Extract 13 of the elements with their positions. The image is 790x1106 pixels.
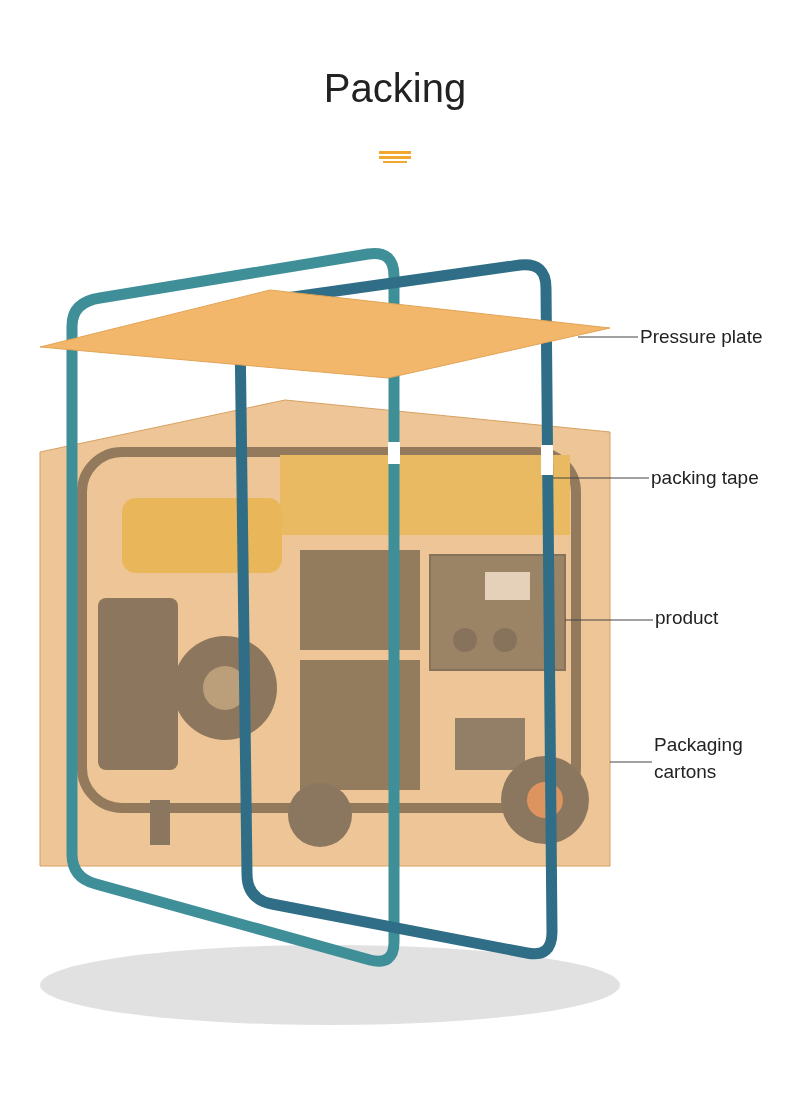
- title: Packing: [322, 66, 468, 111]
- leader-line: [609, 761, 653, 763]
- leader-line: [577, 336, 639, 338]
- pressure-plate: [39, 289, 611, 379]
- packaging-carton: [39, 399, 611, 867]
- leader-line: [552, 477, 650, 479]
- generator-drawing: [77, 447, 589, 847]
- part-label: packing tape: [651, 464, 786, 491]
- leader-line: [564, 619, 654, 621]
- part-label: Packaging cartons: [654, 731, 774, 785]
- part-label: product: [655, 604, 745, 631]
- part-label: Pressure plate: [640, 323, 790, 350]
- packing-tape: [66, 248, 558, 967]
